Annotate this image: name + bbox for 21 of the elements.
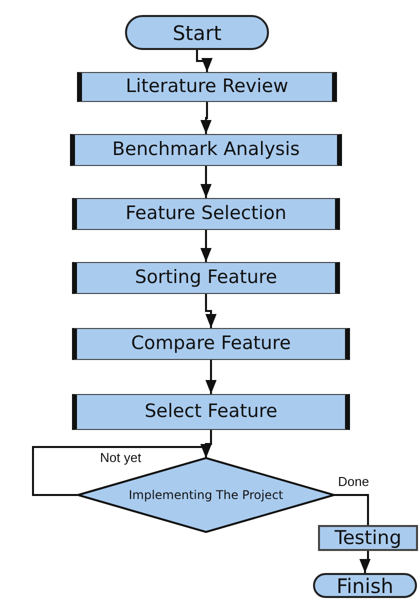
arrow bbox=[205, 360, 217, 394]
arrow bbox=[200, 230, 212, 262]
process-box: Literature Review bbox=[77, 72, 337, 102]
process-box: Sorting Feature bbox=[72, 262, 340, 294]
process-box: Compare Feature bbox=[72, 328, 350, 360]
arrow bbox=[200, 102, 212, 134]
process-box: Testing bbox=[318, 525, 418, 551]
arrow bbox=[334, 494, 369, 525]
edge-label: Not yet bbox=[98, 450, 144, 465]
arrow bbox=[200, 166, 212, 198]
arrow bbox=[205, 294, 217, 328]
process-box: Feature Selection bbox=[72, 198, 340, 230]
arrow bbox=[196, 50, 213, 72]
process-box: Benchmark Analysis bbox=[70, 134, 342, 166]
start-terminal: Start bbox=[125, 15, 269, 50]
edge-label: Done bbox=[336, 474, 372, 489]
arrow bbox=[32, 444, 212, 496]
arrow bbox=[359, 551, 371, 573]
node-label: Implementing The Project bbox=[128, 488, 284, 502]
end-terminal: Finish bbox=[313, 573, 417, 598]
process-box: Select Feature bbox=[72, 394, 350, 430]
